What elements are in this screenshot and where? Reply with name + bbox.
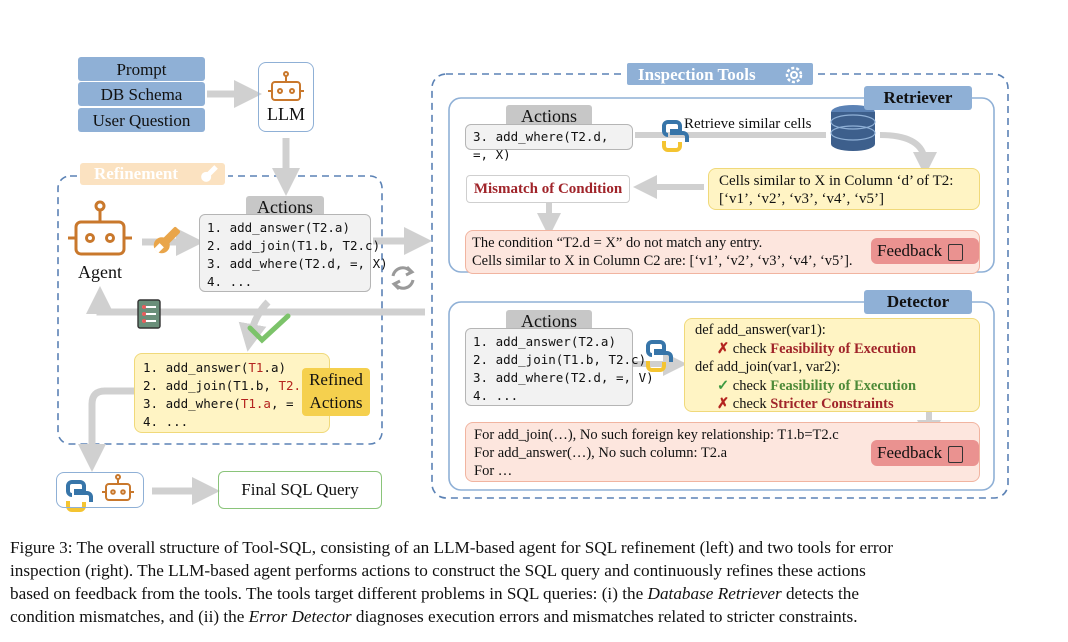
retriever-action-box: 3. add_where(T2.d, =, X) (465, 124, 633, 162)
refined-line-2: 2. add_join(T1.b, T2.f) (143, 378, 316, 393)
retriever-actions-header: Actions (506, 105, 592, 127)
figure-caption: Figure 3: The overall structure of Tool-… (10, 536, 1060, 628)
refined-line-1: 1. add_answer(T1.a) (143, 360, 286, 375)
check-line-3: ✗ check Stricter Constraints (717, 396, 894, 412)
action-line: 1. add_answer(T2.a) (473, 334, 616, 349)
detector-actions-header: Actions (506, 310, 592, 332)
cells-line-1: Cells similar to X in Column ‘d’ of T2: (719, 173, 954, 189)
cells-line-2: [‘v1’, ‘v2’, ‘v3’, ‘v4’, ‘v5’] (719, 191, 884, 207)
feedback-label: Feedback (877, 241, 943, 260)
action-line: 1. add_answer(T2.a) (207, 220, 350, 235)
mismatch-label: Mismatch of Condition (466, 175, 630, 203)
cross-icon: ✗ (717, 396, 730, 412)
robot-icon (68, 200, 132, 256)
detector-code-box: def add_answer(var1): ✗ check Feasibilit… (684, 318, 980, 412)
llm-label: LLM (267, 104, 305, 124)
checklist-icon (137, 299, 161, 329)
robot-icon (102, 474, 134, 501)
detector-feedback-box: For add_join(…), No such foreign key rel… (465, 422, 980, 482)
action-line: 3. add_where(T2.d, =, V) (473, 370, 654, 385)
similar-cells-box: Cells similar to X in Column ‘d’ of T2: … (708, 168, 980, 210)
prompt-input-box: Prompt (78, 57, 205, 81)
feedback-return-arrow (86, 286, 425, 316)
checklist-icon (948, 243, 964, 261)
detector-title: Detector (864, 290, 972, 314)
refined-label-line1: Refined (309, 370, 363, 389)
inspection-frame (431, 73, 1009, 499)
def-line-1: def add_answer(var1): (695, 322, 826, 338)
refined-label-line2: Actions (309, 393, 363, 412)
python-icon (66, 480, 93, 512)
detector-feedback-badge: Feedback (871, 440, 979, 466)
refined-actions-label: Refined Actions (302, 368, 370, 416)
caption-line-4: condition mismatches, and (ii) the Error… (10, 607, 858, 626)
robot-icon (268, 71, 304, 101)
check-line-2: ✓ check Feasibility of Execution (717, 377, 917, 394)
python-icon (662, 120, 689, 152)
llm-box (258, 62, 314, 132)
cross-icon: ✗ (717, 340, 730, 357)
action-line: 2. add_join(T1.b, T2.c) (473, 352, 647, 367)
retriever-title: Retriever (864, 86, 972, 110)
retriever-feedback-badge: Feedback (871, 238, 979, 264)
checklist-icon (948, 445, 964, 463)
action-line: 2. add_join(T1.b, T2.c) (207, 238, 381, 253)
retriever-fb-line1: The condition “T2.d = X” do not match an… (472, 235, 763, 251)
def-line-2: def add_join(var1, var2): (695, 359, 841, 375)
caption-line-2: inspection (right). The LLM-based agent … (10, 561, 866, 580)
python-icon (646, 340, 673, 372)
retrieve-similar-label: Retrieve similar cells (684, 116, 812, 132)
agent-actions-header: Actions (246, 196, 324, 218)
check-icon (247, 313, 291, 344)
detector-fb-line2: For add_answer(…), No such column: T2.a (474, 445, 728, 461)
agent-actions-list: 1. add_answer(T2.a) 2. add_join(T1.b, T2… (199, 214, 388, 292)
wrench-small-icon (200, 165, 218, 183)
action-line: 3. add_where(T2.d, =, X) (207, 256, 388, 271)
refinement-tag-fill (80, 163, 225, 185)
checkmark-icon: ✓ (717, 377, 730, 394)
refine-curve-arrow (238, 299, 271, 352)
user-question-input-box: User Question (78, 108, 205, 132)
action-line: 4. ... (207, 274, 253, 289)
refresh-icon (391, 265, 415, 291)
detector-actions-list: 1. add_answer(T2.a) 2. add_join(T1.b, T2… (465, 328, 654, 406)
db-to-cells-arrow (879, 132, 937, 176)
refined-actions-box: 1. add_answer(T1.a) 2. add_join(T1.b, T2… (134, 353, 331, 433)
final-sql-box: Final SQL Query (218, 471, 382, 509)
agent-label: Agent (78, 262, 122, 282)
refined-line-4: 4. ... (143, 414, 189, 429)
feedback-label: Feedback (877, 443, 943, 462)
caption-line-1: Figure 3: The overall structure of Tool-… (10, 538, 893, 557)
inspection-tools-tag (625, 61, 815, 87)
database-icon (830, 105, 876, 151)
refined-line-3: 3. add_where(T1.a, = , Y) (143, 396, 331, 411)
gear-icon (783, 64, 805, 86)
detector-fb-line3: For … (474, 463, 513, 479)
final-icons-box (56, 472, 144, 508)
action-line: 4. ... (473, 388, 519, 403)
caption-line-3: based on feedback from the tools. The to… (10, 584, 859, 603)
check-line-1: ✗ check Feasibility of Execution (717, 340, 917, 357)
db-schema-input-box: DB Schema (78, 82, 205, 106)
retriever-fb-line2: Cells similar to X in Column C2 are: [‘v… (472, 253, 853, 269)
refinement-title: Refinement (94, 164, 179, 183)
refined-to-final-arrow (78, 387, 134, 472)
inspection-tools-title: Inspection Tools (638, 65, 756, 84)
wrench-icon (153, 226, 181, 254)
detector-fb-line1: For add_join(…), No such foreign key rel… (474, 427, 839, 443)
